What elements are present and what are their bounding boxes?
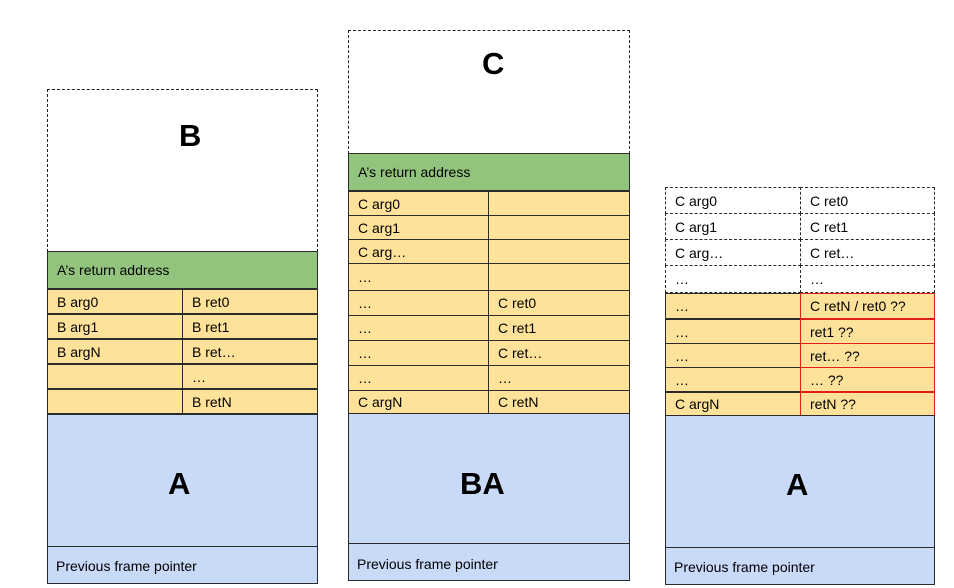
stack3-conflict-ret-cell: retN ?? [800, 392, 935, 416]
stack2-ret-cell [488, 263, 630, 291]
stack3-caller-frame [665, 415, 935, 548]
stack2-arg-cell: … [348, 315, 490, 341]
stack1-ret-cell: … [182, 364, 318, 389]
stack2-arg-cell: C argN [348, 390, 490, 414]
stack3-arg-cell: … [665, 367, 801, 392]
stack2-ret-cell: C ret1 [488, 315, 630, 341]
stack3-dashed-arg-cell: … [665, 265, 801, 293]
stack1-ret-cell: B ret1 [182, 314, 318, 339]
stack3-dashed-arg-cell: C arg0 [665, 187, 801, 214]
stack2-top-label: C [482, 46, 505, 81]
stack1-arg-cell: B arg1 [47, 314, 183, 339]
stack2-ret-cell: C ret… [488, 340, 630, 366]
stack1-ret-cell: B retN [182, 389, 318, 414]
stack2-arg-cell: … [348, 290, 490, 316]
stack2-arg-cell: C arg1 [348, 215, 490, 240]
stack2-prev-frame-pointer: Previous frame pointer [357, 556, 498, 572]
stack2-return-address: A’s return address [348, 153, 630, 191]
stack3-arg-cell: C argN [665, 392, 801, 416]
stack2-ret-cell [488, 239, 630, 264]
stack1-caller-frame [47, 414, 318, 547]
stack3-dashed-ret-cell: C ret… [800, 239, 935, 266]
stack1-ret-cell: B ret0 [182, 289, 318, 314]
stack1-ret-cell: B ret… [182, 339, 318, 364]
stack1-return-address: A’s return address [47, 251, 318, 289]
stack3-frame-label: A [786, 467, 809, 502]
stack2-arg-cell: … [348, 263, 490, 291]
stack3-arg-cell: … [665, 319, 801, 344]
stack2-frame-label: BA [460, 466, 505, 501]
stack3-arg-cell: … [665, 343, 801, 368]
stack2-ret-cell [488, 191, 630, 216]
stack1-prev-frame-box [47, 546, 318, 584]
stack3-dashed-ret-cell: C ret0 [800, 187, 935, 214]
stack3-arg-cell: … [665, 293, 801, 319]
stack2-ret-cell: C ret0 [488, 290, 630, 316]
stack2-ret-cell: C retN [488, 390, 630, 414]
stack3-dashed-ret-cell: C ret1 [800, 213, 935, 240]
stack2-ret-cell: … [488, 365, 630, 391]
stack1-arg-cell [47, 364, 183, 389]
stack3-conflict-ret-cell: ret… ?? [800, 343, 935, 368]
stack1-callee-frame [47, 89, 318, 252]
stack2-arg-cell: C arg0 [348, 191, 490, 216]
stack3-conflict-ret-cell: … ?? [800, 367, 935, 392]
stack3-prev-frame-pointer: Previous frame pointer [674, 559, 815, 575]
stack3-dashed-ret-cell: … [800, 265, 935, 293]
stack1-top-label: B [179, 118, 202, 153]
stack1-arg-cell [47, 389, 183, 414]
stack2-arg-cell: … [348, 340, 490, 366]
stack2-arg-cell: … [348, 365, 490, 391]
stack2-prev-frame-box [348, 543, 630, 581]
stack3-dashed-arg-cell: C arg1 [665, 213, 801, 240]
stack1-prev-frame-pointer: Previous frame pointer [56, 558, 197, 574]
stack2-ret-cell [488, 215, 630, 240]
stack2-arg-cell: C arg… [348, 239, 490, 264]
stack3-conflict-ret-cell: C retN / ret0 ?? [800, 293, 935, 319]
stack3-conflict-ret-cell: ret1 ?? [800, 319, 935, 344]
stack3-prev-frame-box [665, 547, 935, 585]
stack3-dashed-arg-cell: C arg… [665, 239, 801, 266]
stack1-frame-label: A [168, 466, 191, 501]
stack1-arg-cell: B argN [47, 339, 183, 364]
stack1-arg-cell: B arg0 [47, 289, 183, 314]
